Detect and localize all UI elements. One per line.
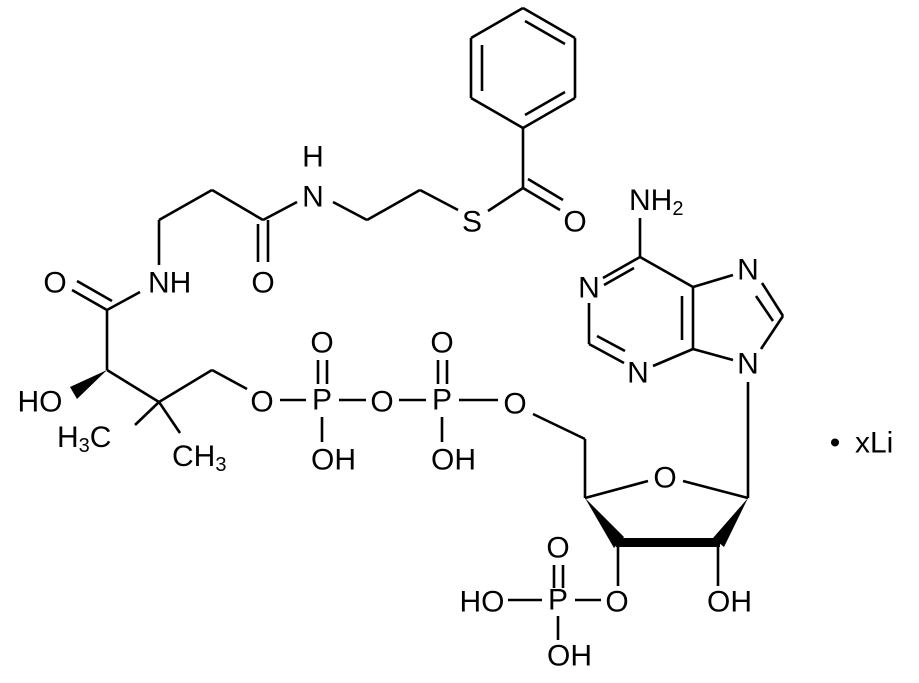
atom-oh2: OH bbox=[707, 586, 752, 619]
atom-o-amide2: O bbox=[251, 267, 274, 300]
atom-p1-oh: OH bbox=[311, 444, 356, 477]
atom-o-thioester: O bbox=[563, 206, 586, 239]
atom-ch3-methyl: CH3 bbox=[172, 440, 226, 477]
bond-line bbox=[760, 282, 785, 317]
counterion-dot: • bbox=[830, 427, 841, 460]
atom-o-ester: O bbox=[250, 386, 273, 419]
atom-h-amide2: H bbox=[302, 141, 324, 174]
bond-line bbox=[754, 295, 775, 322]
bond-line bbox=[211, 368, 248, 391]
bond-line bbox=[332, 200, 368, 222]
bond-line bbox=[262, 200, 298, 222]
bond-line bbox=[524, 19, 566, 46]
atom-p3-oh: OH bbox=[547, 640, 592, 673]
atom-o5: O bbox=[503, 388, 526, 421]
atom-p3: P bbox=[548, 584, 568, 617]
bond-line bbox=[487, 186, 524, 213]
bond-line bbox=[603, 266, 635, 287]
bond-line bbox=[106, 290, 141, 312]
bond-line bbox=[588, 342, 625, 365]
bond-line bbox=[157, 401, 182, 434]
atom-o3: O bbox=[605, 586, 628, 619]
bond-line bbox=[527, 177, 564, 202]
bond-line bbox=[106, 368, 160, 404]
bond-line bbox=[211, 188, 264, 222]
bond-line bbox=[524, 90, 566, 117]
bond-line bbox=[692, 273, 734, 289]
wedge-bond-c1-c2 bbox=[713, 498, 748, 547]
counterion-label: xLi bbox=[855, 427, 893, 460]
bond-line bbox=[158, 188, 213, 222]
bond-line bbox=[470, 96, 524, 130]
atom-p1-o: O bbox=[310, 327, 333, 360]
bond-line bbox=[759, 315, 785, 350]
bond-line bbox=[366, 188, 421, 222]
atom-o-amide1: O bbox=[43, 267, 66, 300]
bond-line bbox=[71, 288, 108, 312]
atom-p2: P bbox=[432, 384, 452, 417]
atom-p3-ho: HO bbox=[460, 586, 505, 619]
atom-nh2: NH2 bbox=[629, 184, 683, 221]
atom-nh-amide1: NH bbox=[148, 267, 191, 300]
bond-line bbox=[522, 186, 561, 212]
bond-line bbox=[682, 479, 749, 500]
atom-n3: N bbox=[627, 357, 649, 390]
bold-bond-c3-c2 bbox=[616, 538, 720, 547]
atom-n9: N bbox=[737, 348, 759, 381]
bond-line bbox=[522, 6, 576, 40]
bond-line bbox=[522, 96, 576, 130]
atom-ho-pantoate: HO bbox=[18, 386, 63, 419]
atom-o-bridge: O bbox=[370, 386, 393, 419]
atom-p2-o: O bbox=[430, 327, 453, 360]
atom-n7: N bbox=[737, 254, 759, 287]
bond-line bbox=[134, 401, 160, 426]
atom-p1: P bbox=[312, 384, 332, 417]
bond-line bbox=[652, 347, 694, 368]
atom-labels: O NH O N H S O HO H3C CH3 O P O OH O P O… bbox=[18, 141, 894, 673]
bond-line bbox=[639, 255, 694, 289]
bonds bbox=[71, 6, 785, 640]
bond-line bbox=[692, 347, 734, 362]
bond-line bbox=[584, 479, 649, 500]
atom-s-thioester: S bbox=[462, 206, 482, 239]
atom-p3-o: O bbox=[546, 532, 569, 565]
atom-h3c-methyl: H3C bbox=[57, 421, 111, 458]
bond-line bbox=[470, 6, 524, 40]
bond-line bbox=[596, 334, 626, 353]
bond-line bbox=[419, 188, 459, 212]
bond-line bbox=[532, 412, 586, 441]
bond-line bbox=[76, 279, 113, 303]
atom-p2-oh: OH bbox=[431, 444, 476, 477]
bond-line bbox=[158, 368, 213, 404]
atom-n-amide2: N bbox=[302, 181, 324, 214]
wedge-bond-c4-c3 bbox=[585, 498, 624, 548]
atom-o4-ring: O bbox=[653, 462, 676, 495]
wedge-bond-c2-oh bbox=[70, 370, 107, 399]
stereo-bonds bbox=[70, 370, 748, 548]
atom-n1: N bbox=[578, 272, 600, 305]
bond-line bbox=[602, 255, 641, 280]
